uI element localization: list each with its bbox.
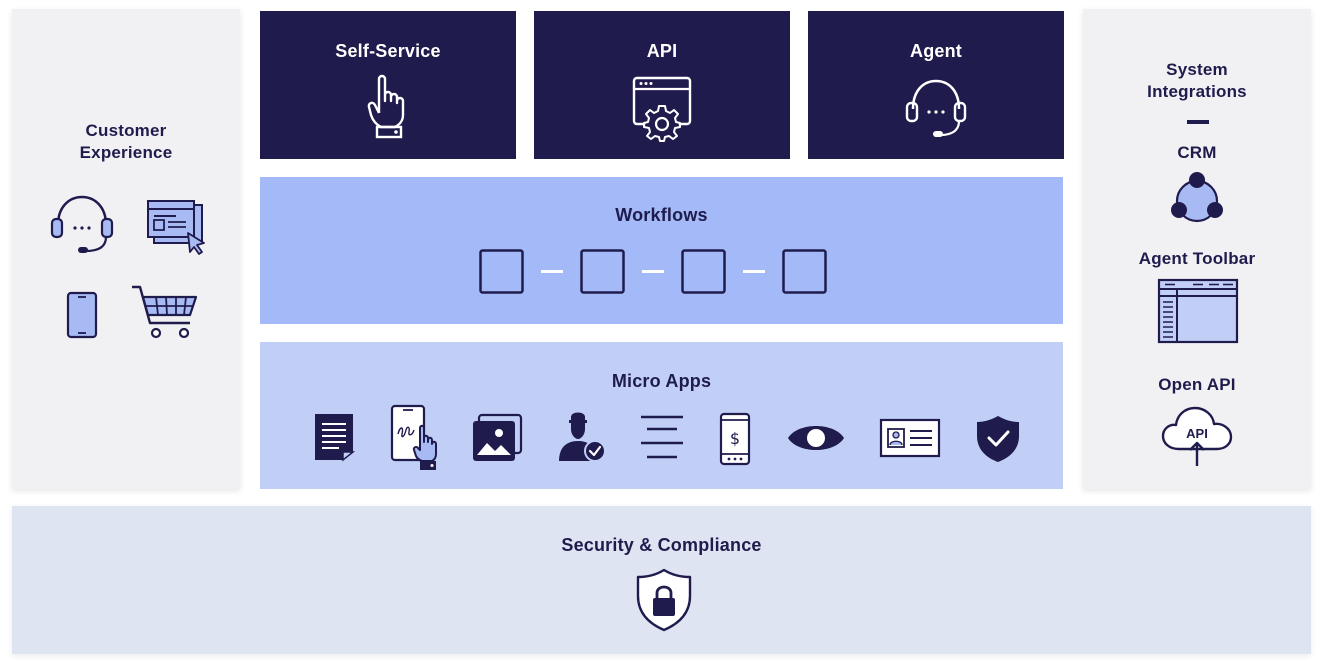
channel-label: Self-Service <box>335 41 441 61</box>
channel-self-service: Self-Service <box>260 11 516 159</box>
headset-icon <box>50 193 114 255</box>
mobile-phone-icon <box>66 291 98 339</box>
browser-gear-icon <box>632 76 692 142</box>
customer-experience-panel: Customer Experience <box>12 9 240 489</box>
tablet-signature-icon <box>390 404 440 472</box>
channel-agent: Agent <box>808 11 1064 159</box>
workflow-step <box>681 249 726 294</box>
channel-api: API <box>534 11 790 159</box>
channel-label: API <box>646 41 678 61</box>
micro-apps-title: Micro Apps <box>611 371 712 391</box>
eye-icon <box>786 420 846 456</box>
system-integrations-panel: System Integrations CRM Agent Toolbar <box>1083 9 1311 489</box>
web-click-icon <box>146 199 210 255</box>
headset-icon <box>905 77 967 139</box>
image-gallery-icon <box>471 413 523 463</box>
integration-label-crm: CRM <box>1177 143 1217 162</box>
user-verified-icon <box>557 411 605 463</box>
integration-label-open-api: Open API <box>1158 375 1236 394</box>
workflow-step <box>479 249 524 294</box>
micro-apps-panel: Micro Apps <box>260 342 1063 489</box>
shopping-cart-icon <box>130 283 200 341</box>
cloud-api-label: API <box>1186 426 1208 441</box>
crm-network-icon <box>1169 171 1225 223</box>
svg-text:$: $ <box>730 429 740 448</box>
toolbar-window-icon <box>1157 278 1239 344</box>
document-icon <box>313 412 355 462</box>
cloud-api-icon: API <box>1161 405 1235 467</box>
id-card-icon <box>879 418 941 458</box>
workflows-title: Workflows <box>615 205 708 225</box>
workflow-step <box>580 249 625 294</box>
system-integrations-title: System Integrations <box>1147 60 1247 101</box>
customer-experience-title: Customer Experience <box>79 121 173 162</box>
workflow-step <box>782 249 827 294</box>
channel-label: Agent <box>910 41 962 61</box>
security-title: Security & Compliance <box>561 535 762 555</box>
security-compliance-panel: Security & Compliance <box>12 506 1311 654</box>
workflows-panel: Workflows <box>260 177 1063 324</box>
shield-lock-icon <box>636 568 692 632</box>
integration-label-agent-toolbar: Agent Toolbar <box>1138 249 1256 268</box>
text-lines-icon <box>639 414 685 460</box>
mobile-payment-icon: $ <box>719 412 751 466</box>
shield-check-icon <box>975 414 1021 464</box>
workflow-steps <box>479 249 829 295</box>
pointing-hand-icon <box>367 73 409 139</box>
title-divider <box>1187 120 1209 124</box>
